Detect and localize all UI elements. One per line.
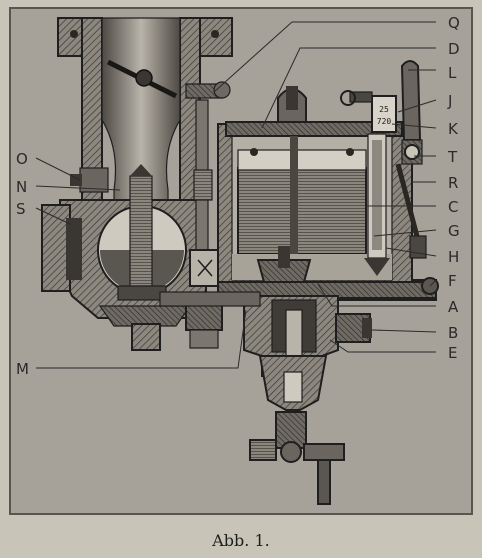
label-C: C (448, 198, 458, 216)
label-H: H (448, 248, 459, 266)
label-G: G (448, 222, 460, 240)
figure-caption: Abb. 1. (211, 531, 269, 550)
label-M: M (16, 360, 29, 378)
label-T: T (447, 148, 458, 166)
label-N: N (16, 178, 27, 196)
gauge-mark-upper: 25 (379, 105, 389, 114)
label-F: F (448, 272, 457, 290)
label-L: L (448, 64, 457, 82)
label-Q: Q (448, 14, 460, 32)
label-B: B (448, 324, 458, 342)
label-E: E (448, 344, 457, 362)
bottom-valve (243, 246, 372, 505)
label-R: R (448, 174, 458, 192)
part-labels: Q D L J K T R C G H F A B E O N S M (16, 14, 460, 378)
leader-lines (35, 21, 437, 369)
mixing-chamber (41, 164, 207, 351)
label-S: S (16, 200, 26, 218)
label-A: A (448, 298, 459, 316)
label-O: O (16, 150, 28, 168)
level-indicator: 25 720 (340, 60, 427, 259)
gauge-mark-lower: 720 (377, 117, 392, 126)
top-flange (57, 17, 233, 57)
label-J: J (447, 92, 452, 110)
label-K: K (448, 120, 459, 138)
fuel-pipe (159, 291, 261, 307)
label-D: D (448, 40, 460, 58)
